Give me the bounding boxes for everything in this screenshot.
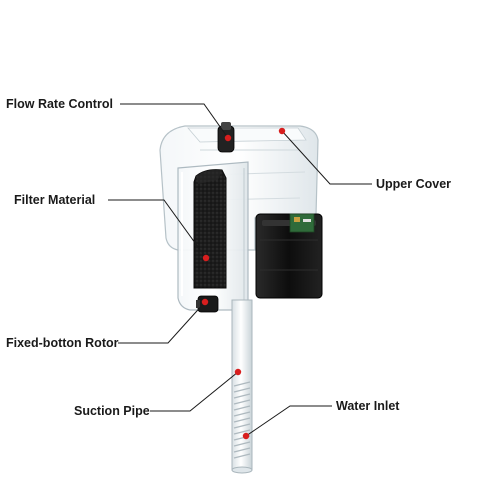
leader-filter-material <box>108 199 207 259</box>
leader-fixed-rotor <box>118 301 206 344</box>
marker-filter-material <box>202 254 210 262</box>
leader-flow-rate <box>120 103 229 139</box>
leader-lines <box>108 103 372 437</box>
label-upper-cover: Upper Cover <box>376 177 452 191</box>
leader-water-inlet <box>245 405 332 437</box>
markers <box>201 127 286 440</box>
marker-flow-rate <box>224 134 232 142</box>
leader-upper-cover <box>281 130 372 185</box>
marker-upper-cover <box>278 127 286 135</box>
leader-suction-pipe <box>150 371 239 412</box>
marker-water-inlet <box>242 432 250 440</box>
label-water-inlet: Water Inlet <box>336 399 400 413</box>
label-flow-rate-control: Flow Rate Control <box>6 97 113 111</box>
pump-motor <box>255 213 323 299</box>
marker-fixed-rotor <box>201 298 209 306</box>
label-fixed-botton-rotor: Fixed-botton Rotor <box>6 336 119 350</box>
marker-suction-pipe <box>234 368 242 376</box>
filter-sponge <box>193 169 227 289</box>
suction-pipe-shape <box>231 299 253 474</box>
label-filter-material: Filter Material <box>14 193 96 207</box>
label-suction-pipe: Suction Pipe <box>74 404 150 418</box>
